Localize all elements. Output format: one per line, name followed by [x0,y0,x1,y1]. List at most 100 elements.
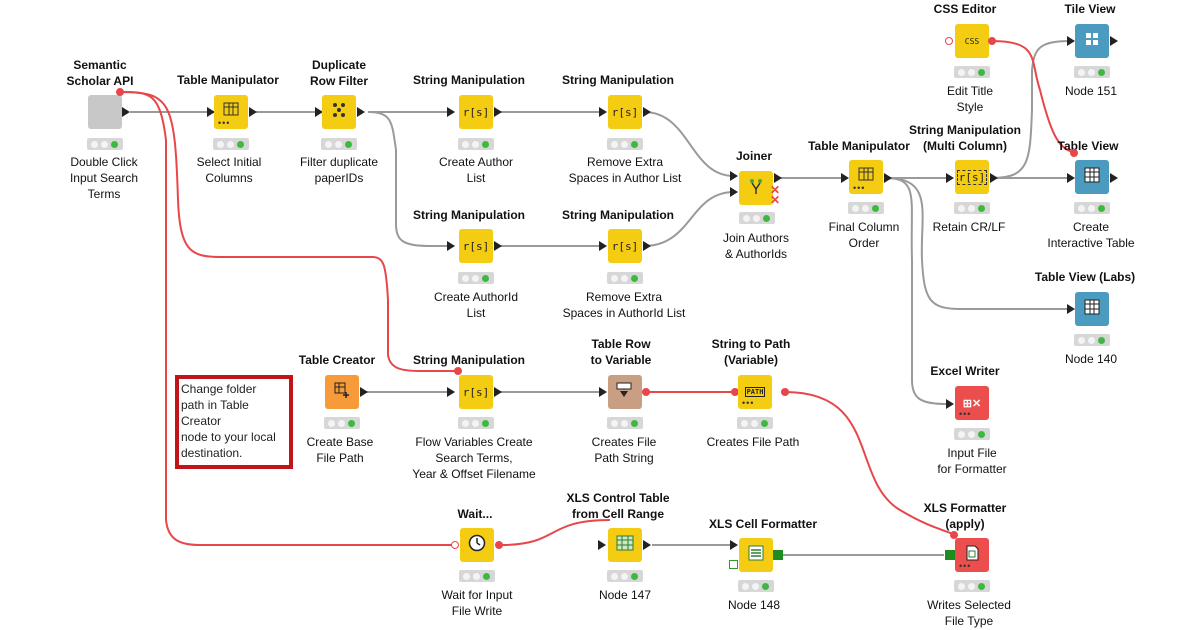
table-creator-node[interactable] [325,375,359,409]
variable-port[interactable] [495,541,503,549]
component-node-semantic-scholar[interactable] [88,95,122,129]
xls-cell-formatter-node[interactable] [739,538,773,572]
variable-port[interactable] [781,388,789,396]
joiner-node[interactable] [739,171,773,205]
input-port[interactable] [1067,173,1075,183]
input-port[interactable] [207,107,215,117]
xls-formatter-apply-node[interactable]: ••• [955,538,989,572]
variable-port[interactable] [1070,149,1078,157]
output-port[interactable] [494,107,502,117]
input-port[interactable] [599,387,607,397]
input-port[interactable] [730,540,738,550]
node-title: String Manipulation [562,73,674,87]
table-manipulator-node[interactable]: ••• [214,95,248,129]
variable-port[interactable] [988,37,996,45]
wait-node[interactable] [460,528,494,562]
input-port[interactable] [1067,36,1075,46]
node-caption[interactable]: Remove Extra Spaces in AuthorId List [562,290,686,320]
workflow-annotation[interactable]: Change folder path in Table Creator node… [175,375,293,469]
output-port[interactable] [494,387,502,397]
output-port[interactable] [1110,173,1118,183]
variable-port[interactable] [454,367,462,375]
table-view-labs-node[interactable] [1075,292,1109,326]
tile-view-node[interactable] [1075,24,1109,58]
node-caption[interactable]: Double Click Input Search Terms [69,155,139,201]
output-port[interactable] [643,107,651,117]
node-caption[interactable]: Retain CR/LF [932,220,1006,234]
variable-port[interactable] [950,531,958,539]
variable-port[interactable] [642,388,650,396]
node-caption[interactable]: Creates File Path String [591,435,657,465]
node-caption[interactable]: Create Base File Path [306,435,374,465]
variable-port[interactable] [116,88,124,96]
string-manipulation-node[interactable]: r[s] [459,375,493,409]
node-status [607,417,643,429]
input-port[interactable] [599,107,607,117]
node-caption[interactable]: Final Column Order [828,220,900,250]
output-port[interactable] [990,173,998,183]
output-port[interactable] [1110,36,1118,46]
optional-input-port[interactable] [598,540,606,550]
node-caption[interactable]: Join Authors & AuthorIds [722,231,790,261]
output-port[interactable] [357,107,365,117]
optional-input-port[interactable] [729,560,738,569]
input-port[interactable] [946,173,954,183]
node-title: Table Manipulator [177,73,279,87]
output-port[interactable] [249,107,257,117]
node-caption[interactable]: Filter duplicate paperIDs [299,155,379,185]
output-port[interactable] [122,107,130,117]
output-port[interactable] [884,173,892,183]
output-port[interactable] [774,173,782,183]
string-manipulation-multi-column-node[interactable]: r[s] [955,160,989,194]
input-port[interactable] [315,107,323,117]
input-port[interactable] [946,399,954,409]
node-caption[interactable]: Node 151 [1064,84,1118,98]
row-to-variable-icon [616,382,634,403]
input-port[interactable] [599,241,607,251]
node-caption[interactable]: Create AuthorId List [433,290,519,320]
excel-writer-node[interactable]: ⊞✕ ••• [955,386,989,420]
node-caption[interactable]: Flow Variables Create Search Terms, Year… [412,435,536,481]
variable-port[interactable] [451,541,459,549]
output-port[interactable] [643,540,651,550]
node-caption[interactable]: Edit Title Style [946,84,994,114]
input-port[interactable] [1067,304,1075,314]
node-caption[interactable]: Node 148 [727,598,781,612]
table-row-to-variable-node[interactable] [608,375,642,409]
output-port[interactable] [494,241,502,251]
node-caption[interactable]: Writes Selected File Type [927,598,1011,628]
xls-input-port[interactable] [945,550,955,560]
duplicate-row-filter-node[interactable] [322,95,356,129]
string-manipulation-node[interactable]: r[s] [459,95,493,129]
node-caption[interactable]: Node 147 [598,588,652,602]
variable-port[interactable] [945,37,953,45]
xls-control-table-node[interactable] [608,528,642,562]
table-manipulator-node[interactable]: ••• [849,160,883,194]
node-caption[interactable]: Remove Extra Spaces in Author List [568,155,682,185]
string-manipulation-node[interactable]: r[s] [608,95,642,129]
input-port[interactable] [447,107,455,117]
string-manipulation-node[interactable]: r[s] [608,229,642,263]
input-port[interactable] [447,241,455,251]
table-view-node[interactable] [1075,160,1109,194]
input-port[interactable] [730,171,738,181]
xls-output-port[interactable] [773,550,783,560]
input-port[interactable] [841,173,849,183]
xls-control-icon [616,535,634,556]
node-caption[interactable]: Create Author List [438,155,514,185]
node-title: String Manipulation [413,208,525,222]
node-caption[interactable]: Input File for Formatter [937,446,1007,476]
node-caption[interactable]: Create Interactive Table [1047,220,1135,250]
input-port[interactable] [447,387,455,397]
node-caption[interactable]: Creates File Path [706,435,800,449]
node-caption[interactable]: Node 140 [1064,352,1118,366]
string-manipulation-node[interactable]: r[s] [459,229,493,263]
css-editor-node[interactable]: CSS [955,24,989,58]
output-port[interactable] [360,387,368,397]
input-port[interactable] [730,187,738,197]
string-to-path-node[interactable]: PATH ••• [738,375,772,409]
node-caption[interactable]: Select Initial Columns [196,155,262,185]
output-port[interactable] [643,241,651,251]
node-caption[interactable]: Wait for Input File Write [441,588,513,618]
